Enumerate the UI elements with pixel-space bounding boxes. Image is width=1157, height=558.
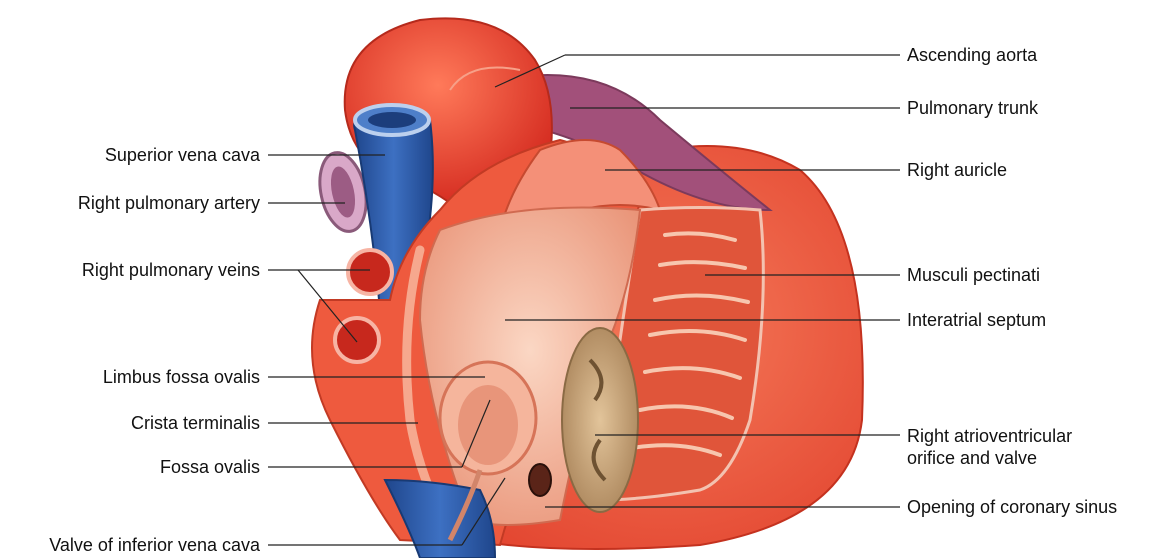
label-right-pulmonary-artery: Right pulmonary artery bbox=[78, 192, 260, 214]
label-valve-of-inferior-vena-cava: Valve of inferior vena cava bbox=[49, 534, 260, 556]
label-superior-vena-cava: Superior vena cava bbox=[105, 144, 260, 166]
label-pulmonary-trunk: Pulmonary trunk bbox=[907, 97, 1038, 119]
label-limbus-fossa-ovalis: Limbus fossa ovalis bbox=[103, 366, 260, 388]
label-opening-of-coronary-sinus: Opening of coronary sinus bbox=[907, 496, 1117, 518]
right-pulmonary-vein-lower bbox=[335, 318, 379, 362]
label-right-av-orifice-line2: orifice and valve bbox=[907, 447, 1147, 469]
label-interatrial-septum: Interatrial septum bbox=[907, 309, 1046, 331]
coronary-sinus-opening bbox=[529, 464, 551, 496]
label-right-av-orifice-line1: Right atrioventricular bbox=[907, 425, 1147, 447]
label-crista-terminalis: Crista terminalis bbox=[131, 412, 260, 434]
right-av-orifice bbox=[562, 328, 638, 512]
fossa-ovalis bbox=[458, 385, 518, 465]
label-right-auricle: Right auricle bbox=[907, 159, 1007, 181]
label-ascending-aorta: Ascending aorta bbox=[907, 44, 1037, 66]
label-musculi-pectinati: Musculi pectinati bbox=[907, 264, 1040, 286]
label-fossa-ovalis: Fossa ovalis bbox=[160, 456, 260, 478]
label-right-av-orifice: Right atrioventricular orifice and valve bbox=[907, 425, 1147, 469]
right-pulmonary-vein-upper bbox=[348, 250, 392, 294]
label-right-pulmonary-veins: Right pulmonary veins bbox=[82, 259, 260, 281]
